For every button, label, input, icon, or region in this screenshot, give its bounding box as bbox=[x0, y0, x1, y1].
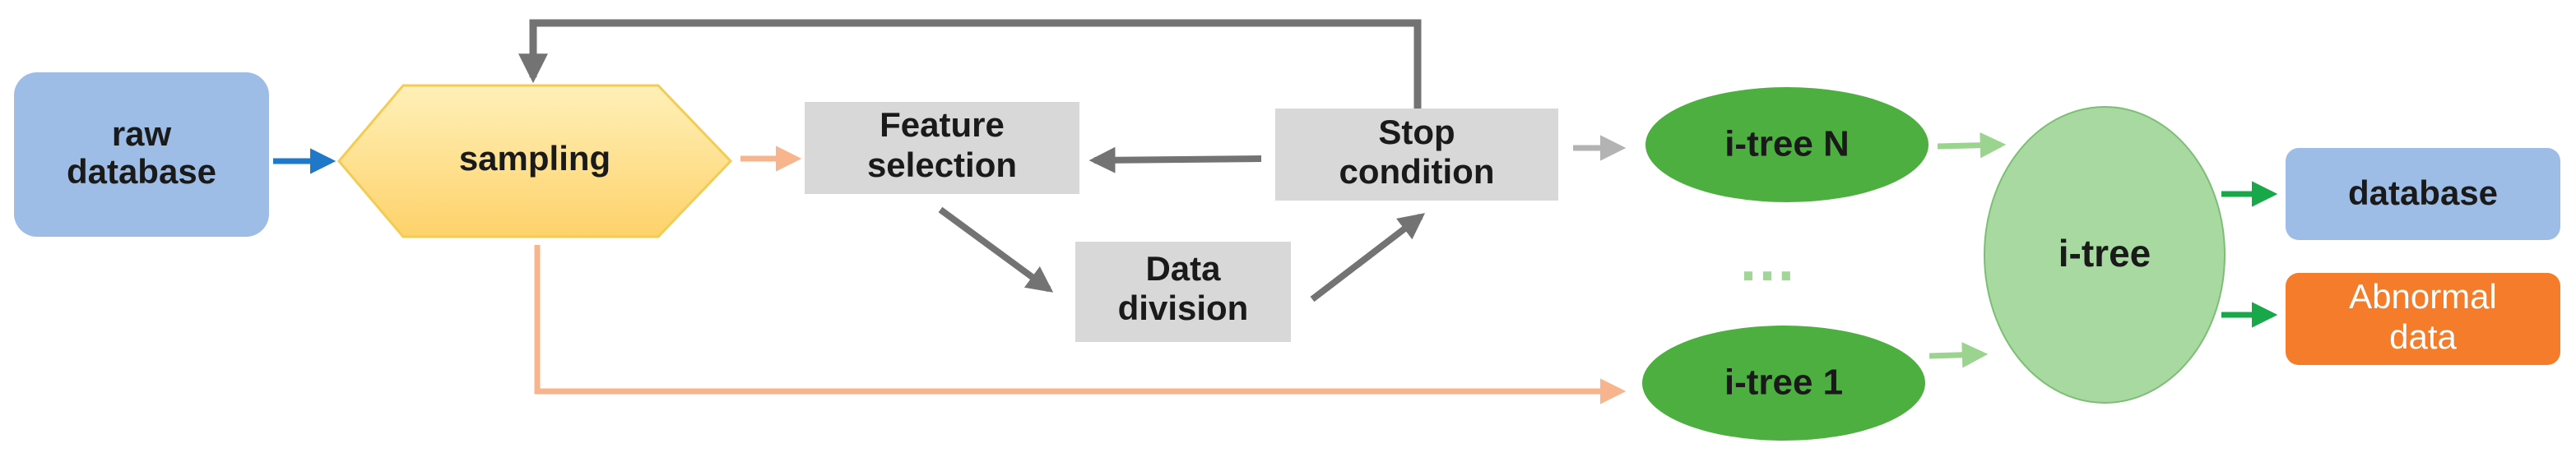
data-division-node: Data division bbox=[1075, 242, 1291, 342]
itree-n-node: i-tree N bbox=[1645, 87, 1929, 202]
raw-database-node: raw database bbox=[14, 72, 269, 237]
arrow-division-to-stop bbox=[1310, 213, 1426, 303]
raw-database-label-line2: database bbox=[67, 152, 216, 191]
feature-selection-node: Feature selection bbox=[805, 102, 1079, 194]
arrow-stop-loop-to-sampling bbox=[518, 19, 1422, 109]
itree-1-node: i-tree 1 bbox=[1642, 326, 1925, 441]
itree-1-label: i-tree 1 bbox=[1724, 363, 1843, 403]
stop-condition-label-line2: condition bbox=[1339, 152, 1495, 191]
feature-selection-label-line2: selection bbox=[867, 146, 1017, 184]
arrow-feature-to-division bbox=[938, 206, 1054, 293]
itree-label: i-tree bbox=[2058, 232, 2151, 275]
edges bbox=[273, 19, 2278, 404]
itree-node: i-tree bbox=[1984, 106, 2226, 404]
ellipsis-dots: … bbox=[1738, 228, 1797, 293]
abnormal-data-label-line1: Abnormal bbox=[2349, 277, 2497, 316]
arrow-stop-to-feature bbox=[1088, 146, 1262, 173]
arrow-itree-n-to-itree bbox=[1937, 132, 2007, 159]
itree-n-label: i-tree N bbox=[1724, 124, 1850, 164]
data-division-label-line2: division bbox=[1118, 289, 1249, 327]
database-node: database bbox=[2286, 148, 2560, 240]
sampling-node: sampling bbox=[337, 84, 733, 238]
raw-database-label-line1: raw bbox=[112, 114, 172, 153]
feature-selection-label-line1: Feature bbox=[880, 105, 1005, 144]
arrow-itree-1-to-itree bbox=[1929, 342, 1989, 368]
sampling-label: sampling bbox=[459, 139, 610, 178]
data-division-label-line1: Data bbox=[1145, 249, 1221, 288]
abnormal-data-node: Abnormal data bbox=[2286, 273, 2560, 365]
stop-condition-node: Stop condition bbox=[1275, 109, 1558, 201]
stop-condition-label-line1: Stop bbox=[1378, 113, 1455, 151]
arrow-sampling-to-itree-1 bbox=[534, 245, 1627, 404]
database-label: database bbox=[2348, 173, 2498, 212]
abnormal-data-label-line2: data bbox=[2389, 317, 2457, 356]
